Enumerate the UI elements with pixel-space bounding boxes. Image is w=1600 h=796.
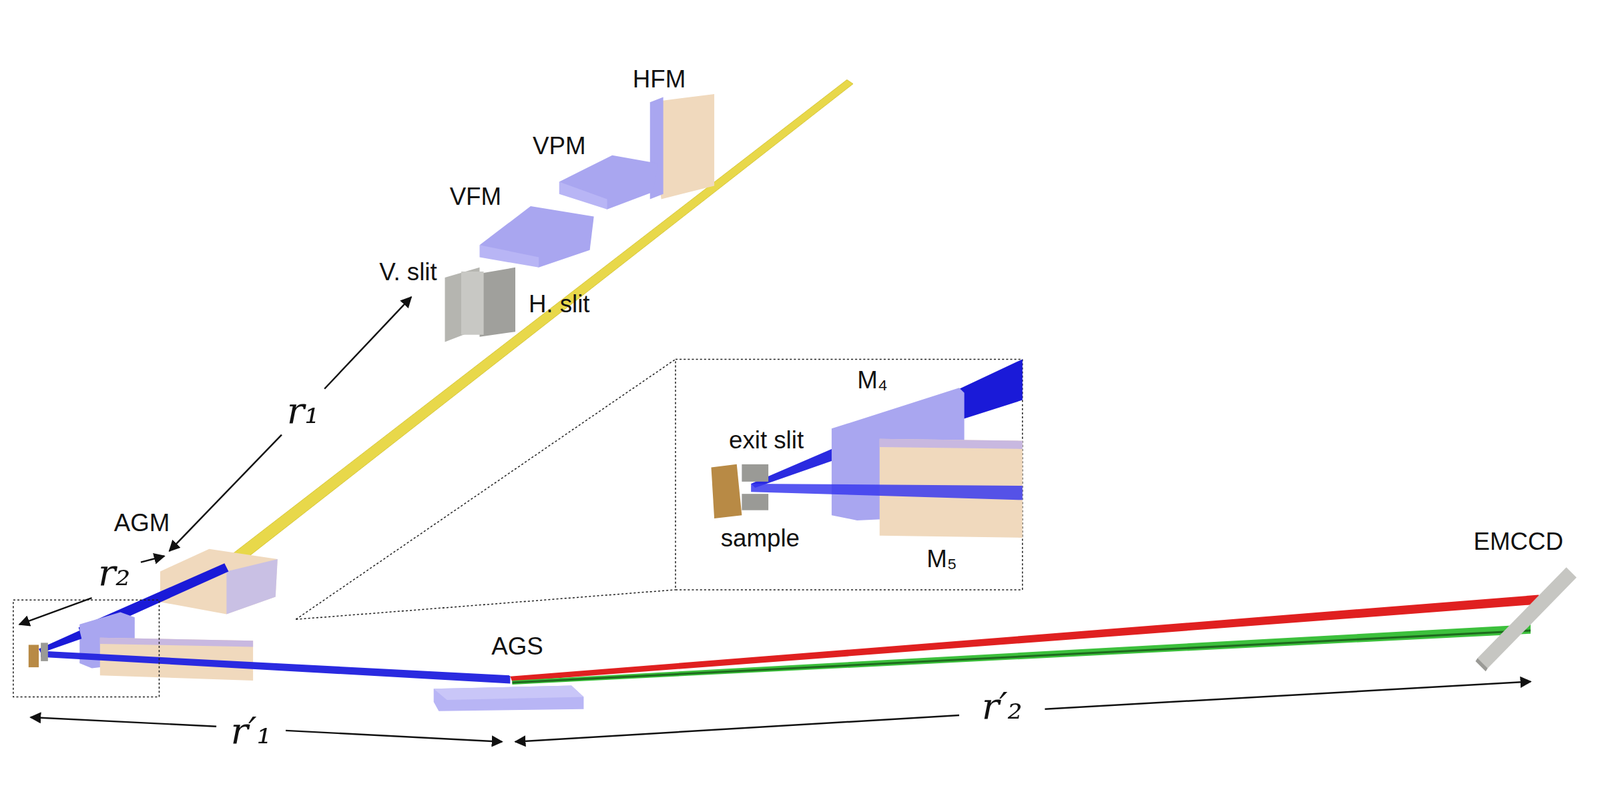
part-label: VPM (532, 133, 586, 159)
part-label: M₄ (857, 368, 888, 394)
distance-label: r′₁ (230, 713, 272, 751)
distance-label: r₁ (287, 393, 320, 430)
distance-label: r₂ (98, 555, 131, 593)
part-label: HFM (632, 67, 686, 93)
distance-label: r′₂ (981, 688, 1023, 726)
part-label: sample (720, 526, 800, 552)
part-label: AGM (114, 511, 171, 537)
part-label: H. slit (528, 291, 591, 317)
part-label: AGS (491, 634, 543, 660)
part-label: M₅ (926, 546, 957, 572)
part-label: V. slit (379, 260, 437, 286)
part-label: VFM (449, 184, 502, 210)
part-label: exit slit (728, 428, 804, 454)
part-label: EMCCD (1473, 529, 1563, 555)
